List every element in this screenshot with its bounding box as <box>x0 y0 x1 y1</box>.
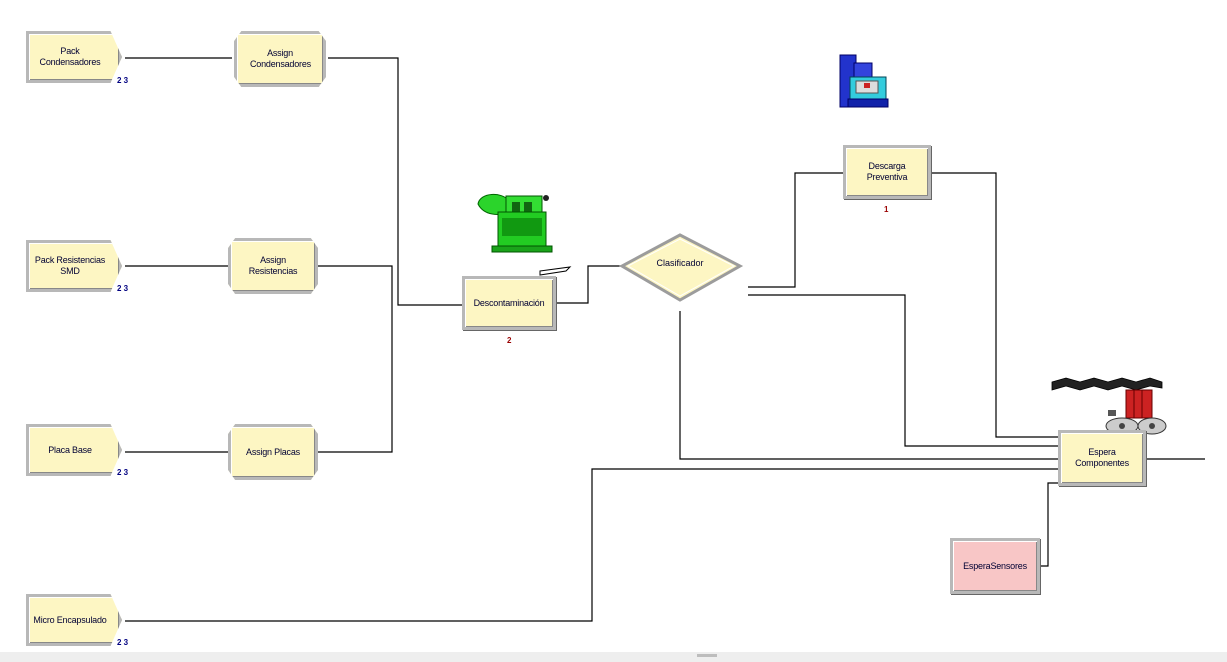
connector-assign-placas-to-descontaminacion <box>318 305 393 453</box>
module-label: Descontaminación <box>473 297 545 308</box>
counter-placa-base: 2 3 <box>117 468 129 477</box>
connector-clasificador-to-espera-2 <box>679 311 1058 460</box>
counter-pack-condensadores: 2 3 <box>117 76 129 85</box>
connector-assign-cond-to-descontaminacion <box>328 57 462 306</box>
module-espera-sensores[interactable]: EsperaSensores <box>950 538 1040 594</box>
module-assign-placas[interactable]: Assign Placas <box>228 424 318 480</box>
counter-descarga-preventiva: 1 <box>884 205 889 214</box>
connector-clasificador-to-descarga <box>748 172 843 288</box>
horizontal-scrollbar[interactable] <box>0 652 1227 662</box>
green-machine-icon <box>477 194 553 253</box>
module-label: Assign Placas <box>246 446 300 457</box>
clasificador-diamond[interactable] <box>618 233 744 302</box>
module-descontaminacion[interactable]: Descontaminación <box>462 276 556 330</box>
connectors <box>125 57 1205 622</box>
module-espera-componentes[interactable]: Espera Componentes <box>1058 430 1146 486</box>
connector-micro-to-espera <box>125 468 1058 622</box>
module-label: Descarga Preventiva <box>866 161 908 182</box>
module-label: EsperaSensores <box>963 560 1027 571</box>
module-label: Micro Encapsulado <box>33 614 107 625</box>
red-rack-icon <box>1051 377 1167 435</box>
connector-descontaminacion-to-clasificador <box>555 265 622 304</box>
counter-descontaminacion: 2 <box>507 336 512 345</box>
module-pack-condensadores[interactable]: Pack Condensadores <box>26 31 122 83</box>
module-label: Espera Componentes <box>1075 447 1129 468</box>
counter-pack-resistencias: 2 3 <box>117 284 129 293</box>
clasificador-label: Clasificador <box>656 258 704 268</box>
module-placa-base[interactable]: Placa Base <box>26 424 122 476</box>
module-pack-resistencias[interactable]: Pack Resistencias SMD <box>26 240 122 292</box>
module-label: Pack Condensadores <box>39 46 101 67</box>
queue-marker <box>539 266 572 276</box>
module-label: Placa Base <box>48 444 92 455</box>
connector-clasificador-to-espera-1 <box>748 294 1058 447</box>
module-assign-condensadores[interactable]: Assign Condensadores <box>234 31 326 87</box>
module-descarga-preventiva[interactable]: Descarga Preventiva <box>843 145 931 199</box>
counter-micro-encapsulado: 2 3 <box>117 638 129 647</box>
blue-machine-icon <box>839 54 889 108</box>
module-label: Pack Resistencias SMD <box>34 255 106 276</box>
connector-assign-res-to-descontaminacion <box>318 265 393 305</box>
module-micro-encapsulado[interactable]: Micro Encapsulado <box>26 594 122 646</box>
scrollbar-grip[interactable] <box>697 654 717 657</box>
module-assign-resistencias[interactable]: Assign Resistencias <box>228 238 318 294</box>
connector-descarga-to-espera <box>932 172 1058 438</box>
module-label: Assign Resistencias <box>248 255 298 276</box>
module-label: Assign Condensadores <box>250 48 311 69</box>
connector-espera-sensores-to-espera <box>1040 482 1058 567</box>
